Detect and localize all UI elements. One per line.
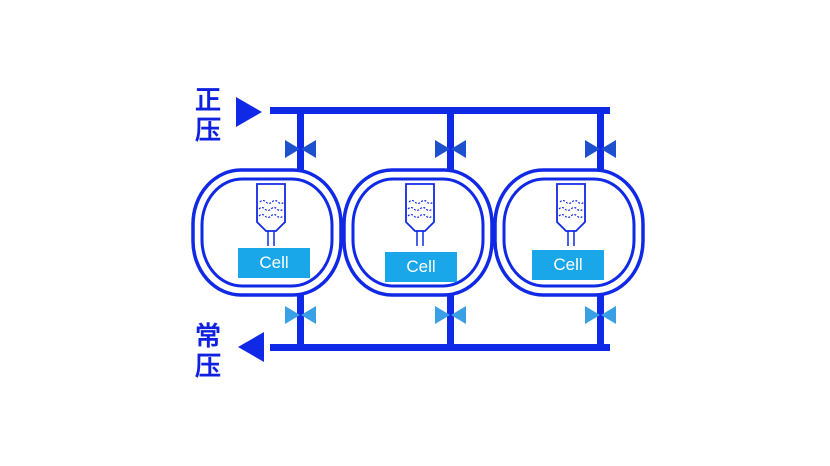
valve-icon: [285, 306, 300, 324]
positive-pressure-line: [236, 97, 610, 127]
valve-icon: [301, 306, 316, 324]
cell-box: [238, 248, 310, 278]
arrow-left-icon: [238, 332, 264, 362]
label-char: 压: [194, 116, 221, 146]
bottom-valves: [285, 306, 616, 324]
normal-pressure-label: 常 压: [193, 322, 223, 382]
bottom-header-pipe: [270, 344, 610, 351]
nozzle-icon: [405, 183, 435, 246]
valve-icon: [301, 140, 316, 158]
nozzle-icon: [556, 183, 586, 246]
feeder-pipe-bottom-1: [297, 291, 304, 348]
top-valves: [285, 140, 616, 158]
valve-icon: [601, 306, 616, 324]
label-char: 常: [194, 322, 221, 352]
valve-icon: [451, 306, 466, 324]
chamber-inner-wall: [200, 177, 334, 288]
arrow-right-icon: [236, 97, 262, 127]
feeder-pipe-top-1: [297, 110, 304, 172]
valve-icon: [585, 306, 600, 324]
cell-label: Cell: [553, 255, 583, 274]
feeder-pipes: [297, 110, 604, 348]
valve-icon: [285, 140, 300, 158]
valve-icon: [435, 306, 450, 324]
top-header-pipe: [270, 107, 610, 114]
valve-icon: [451, 140, 466, 158]
normal-pressure-line: [238, 332, 610, 362]
cell-label: Cell: [259, 253, 289, 272]
cell-box: [385, 252, 457, 282]
feeder-pipe-top-3: [597, 110, 604, 172]
nozzle-icon: [256, 183, 286, 246]
feeder-pipe-bottom-3: [597, 291, 604, 348]
valve-icon: [435, 140, 450, 158]
feeder-pipe-bottom-2: [447, 291, 454, 348]
cell-label: Cell: [406, 257, 436, 276]
chamber-1: [191, 168, 343, 297]
chamber-inner-wall: [351, 177, 485, 288]
chamber-inner-wall: [502, 177, 636, 288]
label-char: 正: [194, 86, 221, 116]
positive-pressure-label: 正 压: [193, 86, 223, 146]
chamber-2: [342, 168, 494, 297]
feeder-pipe-top-2: [447, 110, 454, 172]
valve-icon: [585, 140, 600, 158]
valve-icon: [601, 140, 616, 158]
cell-box: [532, 250, 604, 280]
label-char: 压: [194, 352, 221, 382]
chamber-3: [493, 168, 645, 297]
